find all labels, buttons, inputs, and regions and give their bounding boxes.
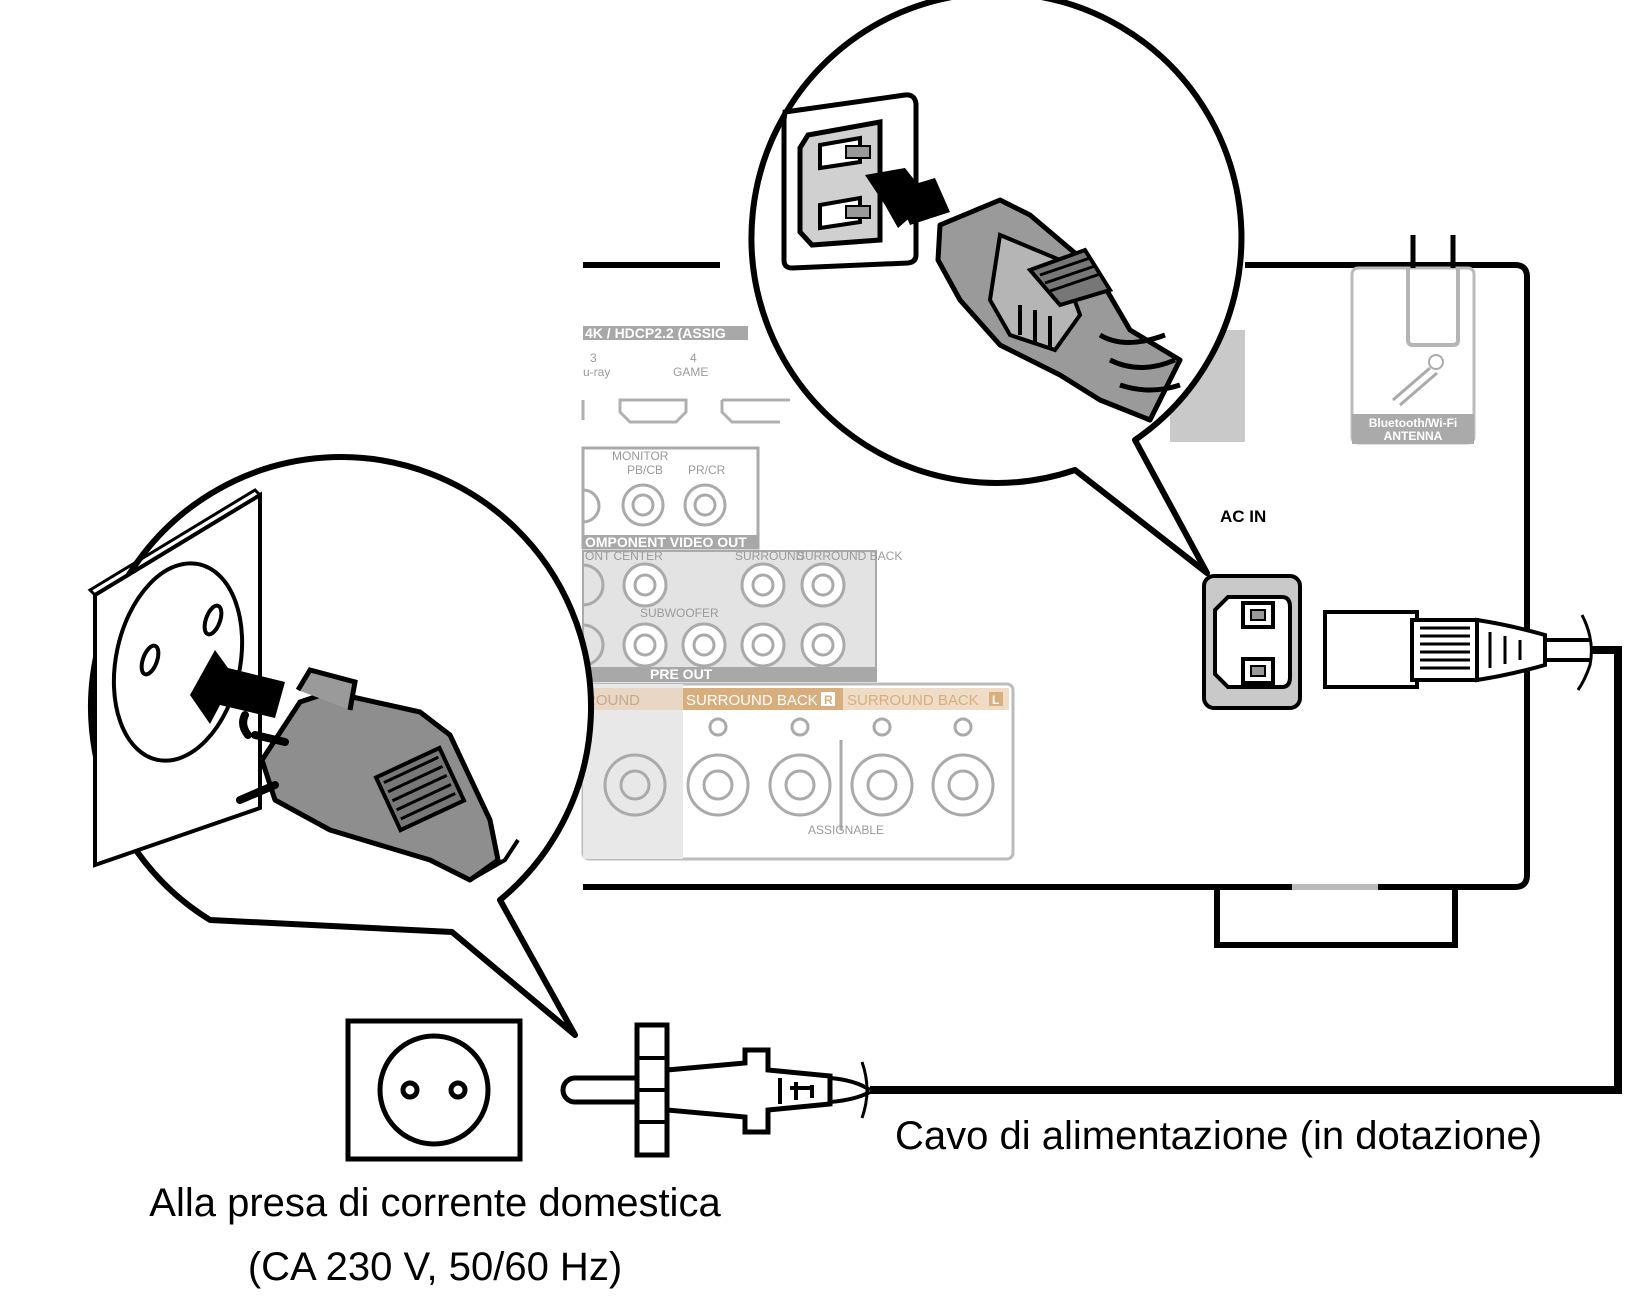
svg-text:4: 4	[690, 351, 697, 365]
svg-text:ROUND: ROUND	[585, 692, 640, 709]
hdmi-port-5	[720, 398, 790, 424]
power-cord	[560, 610, 1622, 1158]
surround-back-l-label: SURROUND BACK	[847, 692, 979, 709]
svg-text:MONITOR: MONITOR	[612, 449, 669, 463]
svg-text:Bluetooth/Wi-Fi: Bluetooth/Wi-Fi	[1369, 416, 1458, 430]
receiver-rear-panel: 4K / HDCP2.2 (ASSIG 3 u-ray 4 GAME MONIT…	[581, 235, 1530, 948]
hdmi-header: 4K / HDCP2.2 (ASSIG	[585, 325, 726, 341]
svg-text:GAME: GAME	[673, 365, 708, 379]
pre-out-terminals: ONT CENTER SURROUND SURROUND BACK SUBWOO…	[582, 549, 902, 682]
svg-text:PR/CR: PR/CR	[688, 463, 726, 477]
hdmi-port-4	[618, 398, 688, 424]
svg-text:PB/CB: PB/CB	[627, 463, 663, 477]
component-video-out: MONITOR PB/CB PR/CR OMPONENT VIDEO OUT	[581, 446, 760, 550]
svg-text:ASSIGNABLE: ASSIGNABLE	[808, 823, 884, 837]
receiver-foot	[1214, 887, 1458, 948]
ac-inlet	[1202, 574, 1302, 710]
svg-text:SURROUND BACK: SURROUND BACK	[797, 549, 902, 563]
insert-arrow-outlet	[190, 650, 285, 724]
svg-text:SURROUND: SURROUND	[735, 549, 805, 563]
surround-back-r-label: SURROUND BACK	[686, 692, 818, 709]
outlet-caption-line1: Alla presa di corrente domestica	[149, 1181, 721, 1225]
svg-text:ANTENNA: ANTENNA	[1384, 429, 1443, 443]
svg-text:ONT CENTER: ONT CENTER	[585, 549, 663, 563]
bluetooth-wifi-antenna: Bluetooth/Wi-Fi ANTENNA	[1350, 235, 1476, 445]
svg-text:L: L	[992, 693, 999, 707]
inlet-zoom-bubble	[748, 0, 1245, 576]
svg-text:3: 3	[590, 351, 597, 365]
svg-text:SUBWOOFER: SUBWOOFER	[640, 606, 719, 620]
power-cord-caption: Cavo di alimentazione (in dotazione)	[895, 1114, 1543, 1158]
outlet-caption-line2: (CA 230 V, 50/60 Hz)	[247, 1245, 623, 1289]
wall-outlet	[345, 1018, 523, 1162]
iec-connector	[1323, 610, 1593, 691]
svg-text:OMPONENT VIDEO OUT: OMPONENT VIDEO OUT	[585, 534, 747, 550]
svg-text:u-ray: u-ray	[583, 365, 610, 379]
ac-in-label: AC IN	[1220, 507, 1266, 526]
svg-text:PRE OUT: PRE OUT	[650, 666, 713, 682]
speaker-terminals: ROUND SURROUND BACK R SURROUND BACK L AS…	[581, 682, 1015, 861]
svg-text:R: R	[824, 693, 833, 707]
schuko-plug	[560, 1022, 872, 1158]
outlet-zoom-bubble	[87, 454, 594, 1038]
